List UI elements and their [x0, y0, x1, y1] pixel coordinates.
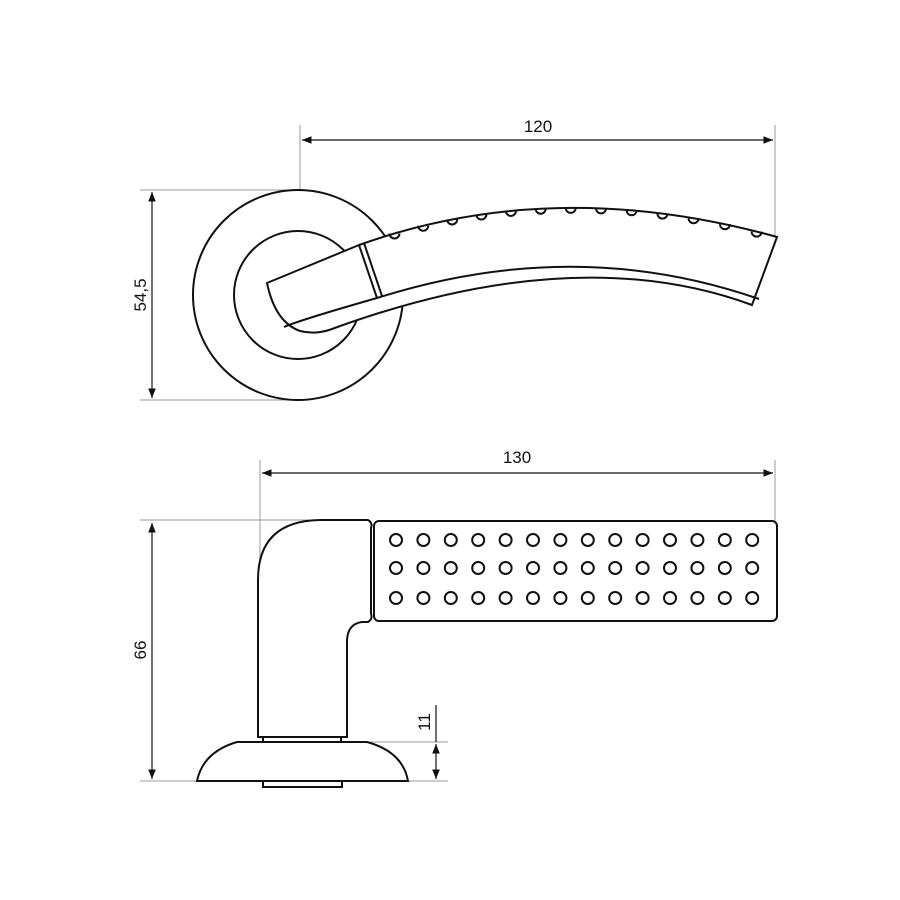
side-view: 130 66 11: [131, 448, 778, 788]
dimension-label-66: 66: [131, 641, 150, 660]
lever-dot: [446, 219, 459, 226]
grip-dot: [526, 561, 540, 575]
grip-dot: [471, 591, 486, 605]
grip-dot: [471, 561, 486, 575]
lever-dot: [595, 208, 608, 215]
top-view: 120 54,5: [131, 117, 779, 401]
lever-dot: [475, 214, 488, 221]
lever-dot: [656, 213, 669, 220]
grip-dot: [663, 533, 677, 547]
grip-dot: [580, 591, 595, 605]
dimension-label-120: 120: [524, 117, 552, 136]
grip-dot: [498, 591, 513, 605]
grip-dot: [389, 533, 403, 547]
lever-dot: [625, 210, 638, 217]
neck-separator: [363, 242, 383, 297]
grip-dot: [608, 561, 623, 575]
grip-dot: [526, 591, 540, 605]
grip-dot: [635, 591, 650, 605]
lever-dot: [388, 233, 401, 240]
lever-inner-edge: [283, 265, 760, 328]
dimension-label-130: 130: [503, 448, 531, 467]
grip-dot: [608, 591, 623, 605]
lever-dot: [504, 210, 517, 217]
grip-dot: [416, 561, 431, 575]
grip-dot: [690, 533, 705, 547]
grip-dot: [717, 561, 732, 575]
grip-dot: [608, 533, 623, 547]
lever-dot: [750, 231, 763, 238]
lever-dot: [417, 225, 430, 232]
grip-dot: [416, 591, 431, 605]
grip-dot: [443, 591, 458, 605]
grip-dot: [416, 533, 431, 547]
dimension-label-11: 11: [415, 713, 434, 731]
lever-dot: [534, 208, 547, 215]
grip-dot: [635, 533, 650, 547]
grip-dot: [526, 533, 540, 547]
lever-dots: [388, 207, 763, 240]
grip-dot: [580, 561, 595, 575]
lever-grip: [373, 520, 778, 622]
dimension-label-54-5: 54,5: [131, 278, 150, 311]
grip-dot: [717, 533, 732, 547]
grip-dot: [580, 533, 595, 547]
grip-dot: [717, 591, 732, 605]
grip-dot: [389, 561, 403, 575]
grip-dot: [663, 591, 677, 605]
grip-dot: [389, 591, 403, 605]
grip-dot: [553, 533, 568, 547]
rose-plug: [262, 780, 343, 788]
grip-dot: [690, 561, 705, 575]
grip-dot: [745, 591, 760, 605]
grip-dot: [443, 533, 458, 547]
grip-dot: [745, 533, 760, 547]
grip-dot: [498, 533, 513, 547]
lever-dot: [718, 224, 731, 231]
lever-dot: [564, 207, 577, 214]
lever-neck: [257, 519, 373, 738]
grip-dot: [745, 561, 760, 575]
grip-dot: [443, 561, 458, 575]
lever-dot: [687, 218, 700, 225]
grip-dot: [635, 561, 650, 575]
grip-dot: [553, 591, 568, 605]
grip-dot: [553, 561, 568, 575]
grip-dot: [690, 591, 705, 605]
grip-dots: [389, 533, 760, 605]
grip-dot: [663, 561, 677, 575]
grip-dot: [498, 561, 513, 575]
grip-dot: [471, 533, 486, 547]
rose-base: [195, 741, 410, 782]
neck-separator: [358, 244, 378, 299]
